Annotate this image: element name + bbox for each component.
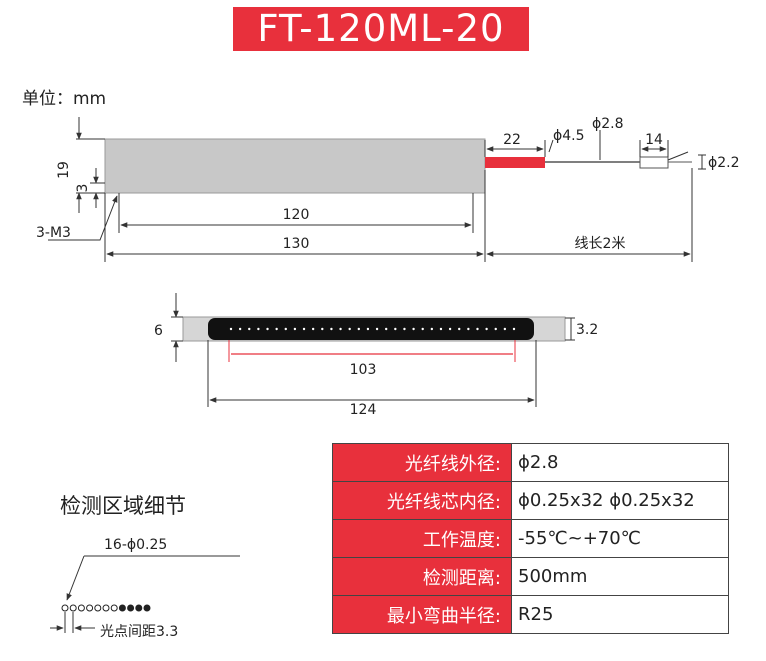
spec-value: ϕ2.8: [511, 443, 729, 482]
front-view: 6 3.2 103 124: [154, 293, 598, 418]
sensor-body: [104, 138, 486, 194]
light-dot: [485, 327, 488, 331]
spec-key: 检测距离:: [332, 557, 512, 596]
unit-label: 单位：mm: [22, 89, 106, 109]
tip-dia-dim: ϕ2.2: [708, 155, 740, 171]
spec-row: 最小弯曲半径:R25: [332, 595, 729, 634]
light-dot: [248, 327, 251, 331]
light-dot: [503, 327, 507, 331]
detection-window: [208, 318, 534, 340]
light-dot: [348, 327, 351, 331]
spec-row: 光纤线外径:ϕ2.8: [332, 443, 729, 482]
model-title: FT-120ML-20: [257, 7, 505, 50]
red-sleeve: [485, 157, 545, 168]
total-length-dim: 130: [283, 236, 310, 252]
light-dot: [311, 327, 315, 331]
light-dot: [229, 327, 233, 331]
detail-dot-open: [110, 604, 118, 612]
light-dot: [266, 327, 269, 331]
light-dot: [284, 327, 287, 331]
spec-value: R25: [511, 595, 729, 634]
detail-dot-open: [77, 604, 85, 612]
light-dot: [394, 327, 397, 331]
inner-length-dim: 120: [283, 207, 310, 223]
spec-row: 光纤线芯内径:ϕ0.25x32 ϕ0.25x32: [332, 481, 729, 520]
sleeve-length-dim: 22: [503, 132, 521, 148]
detail-dot-filled: [127, 604, 135, 612]
light-dot: [375, 327, 379, 331]
detail-dot-open: [86, 604, 94, 612]
detail-dot-open: [102, 604, 110, 612]
fiber-tip: [639, 156, 669, 169]
title-banner: FT-120ML-20: [233, 7, 529, 51]
light-dot: [439, 327, 443, 331]
detail-dot-open: [94, 604, 102, 612]
light-dot: [512, 327, 516, 331]
window-length-dim: 103: [350, 362, 377, 378]
light-dot: [430, 327, 434, 331]
light-dot: [339, 327, 342, 331]
spec-row: 检测距离:500mm: [332, 557, 729, 596]
spec-value: ϕ0.25x32 ϕ0.25x32: [511, 481, 729, 520]
aperture-label: 16-ϕ0.25: [104, 537, 167, 553]
sleeve-dia-dim: ϕ4.5: [553, 128, 585, 144]
cable-length-dim: 线长2米: [575, 236, 626, 252]
light-dot: [257, 327, 260, 331]
window-height-dim: 3.2: [576, 322, 598, 338]
pitch-label: 光点间距3.3: [100, 624, 178, 640]
light-dots: [229, 327, 516, 331]
top-view: 19 3 3-M3 120 130 线长2米 22 ϕ4.5 ϕ2.8: [36, 116, 740, 262]
thickness-dim: 6: [154, 323, 163, 339]
spec-key: 光纤线芯内径:: [332, 481, 512, 520]
detail-dot-open: [61, 604, 69, 612]
spec-key: 工作温度:: [332, 519, 512, 558]
light-dot: [357, 327, 361, 331]
light-dot: [448, 327, 452, 331]
detail-dot-filled: [143, 604, 151, 612]
spec-value: -55℃~+70℃: [511, 519, 729, 558]
light-dot: [366, 327, 370, 331]
detail-dot-open: [69, 604, 77, 612]
light-dot: [275, 327, 278, 331]
spec-row: 工作温度:-55℃~+70℃: [332, 519, 729, 558]
fiber-dia-dim: ϕ2.8: [592, 116, 624, 132]
light-dot: [403, 327, 406, 331]
light-dot: [384, 327, 388, 331]
spec-key: 光纤线外径:: [332, 443, 512, 482]
light-dot: [238, 327, 242, 331]
detail-view: 16-ϕ0.25 光点间距3.3: [50, 537, 240, 640]
detail-dot-filled: [135, 604, 143, 612]
tip-leader: [667, 151, 689, 161]
light-dot: [412, 327, 415, 331]
light-dot: [467, 327, 470, 331]
front-total-length-dim: 124: [350, 402, 377, 418]
spec-value: 500mm: [511, 557, 729, 596]
light-dot: [421, 327, 424, 331]
detail-dots: [61, 604, 151, 612]
light-dot: [330, 327, 333, 331]
light-dot: [458, 327, 461, 331]
detail-dot-filled: [118, 604, 126, 612]
hole-label: 3-M3: [36, 225, 71, 241]
detail-title: 检测区域细节: [60, 494, 186, 518]
light-dot: [293, 327, 297, 331]
light-dot: [302, 327, 306, 331]
height-dim: 19: [56, 161, 72, 179]
light-dot: [321, 327, 324, 331]
spec-key: 最小弯曲半径:: [332, 595, 512, 634]
tip-length-dim: 14: [645, 132, 663, 148]
light-dot: [494, 327, 497, 331]
hole-dim: 3: [75, 184, 91, 193]
light-dot: [476, 327, 479, 331]
